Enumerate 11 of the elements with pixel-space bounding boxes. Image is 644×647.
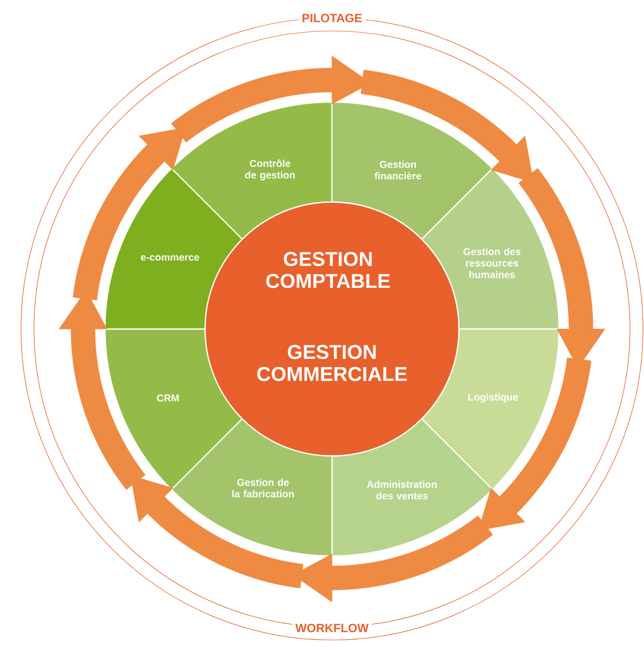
wedge-segment: Gestion financière <box>331 101 494 240</box>
wedge-segment: Gestion des ressources humaines <box>421 168 560 330</box>
wedge-segment: e-commerce <box>104 168 243 330</box>
ring-label: WORKFLOW <box>292 620 372 636</box>
heading-text: GESTION COMPTABLE <box>266 252 390 288</box>
wedge-segment: Gestion de la fabrication <box>170 418 333 557</box>
wedge-segment: Contrôle de gestion <box>170 101 333 240</box>
wedge-segment: Administration des ventes <box>331 418 494 557</box>
cycle-arrow <box>72 127 186 300</box>
ring-label: PILOTAGE <box>298 10 366 26</box>
heading-text: GESTION COMMERCIALE <box>257 344 407 382</box>
